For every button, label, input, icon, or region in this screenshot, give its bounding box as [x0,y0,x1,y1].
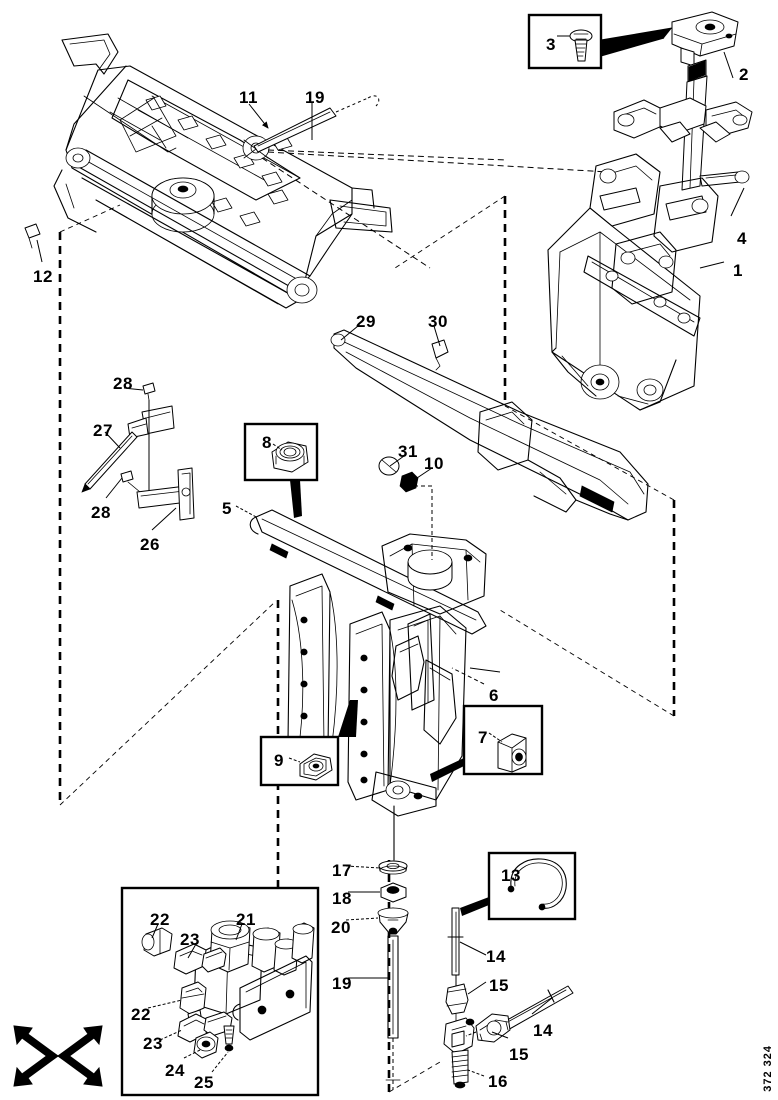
callout-15: 15 [489,976,509,995]
linkage-rod-stack [377,805,409,1090]
bushing-detail-box [430,704,544,782]
callout-leader-lines [36,51,745,1077]
mower-deck-assembly [24,33,609,309]
callout-1: 1 [733,261,743,280]
deck-guard-rail [330,329,649,521]
pin-and-fitting-stack [443,907,574,1089]
callout-10: 10 [424,454,444,473]
callout-16: 16 [488,1072,508,1091]
locknut-detail-box [243,422,319,482]
callout-28: 28 [113,374,133,393]
callout-14: 14 [486,947,506,966]
callout-20: 20 [331,918,351,937]
callout-23-second: 23 [143,1034,163,1053]
callout-2: 2 [739,65,749,84]
callout-19: 19 [332,974,352,993]
callout-11: 11 [239,88,258,107]
square-nut-icon [299,753,333,781]
callout-7: 7 [478,728,488,747]
callout-28-second: 28 [91,503,111,522]
callout-24: 24 [165,1061,185,1080]
callout-17: 17 [332,861,352,880]
callout-26: 26 [140,535,160,554]
callout-3: 3 [546,35,556,54]
callout-8: 8 [262,433,272,452]
valve-block-inset-box [120,886,320,1097]
sheet-id-label: 372 324 [762,1045,774,1092]
callout-27: 27 [93,421,113,440]
callout-22-second: 22 [131,1005,151,1024]
callout-18: 18 [332,889,352,908]
callout-22: 22 [150,910,170,929]
callout-23: 23 [180,930,200,949]
screw-icon [569,29,593,62]
callout-12: 12 [33,267,53,286]
callout-13: 13 [501,866,521,885]
bushing-icon [497,733,527,773]
four-way-expand-arrows [13,1025,103,1087]
snap-ring-detail-box [460,851,577,921]
callout-9: 9 [274,751,284,770]
callout-31: 31 [398,442,418,461]
lift-bracket-weldment [287,456,487,817]
callout-25: 25 [194,1073,214,1092]
locknut-icon [271,441,309,473]
callout-14-second: 14 [533,1021,553,1040]
steering-column-assembly [547,11,753,411]
callout-4: 4 [737,229,747,248]
callout-19-top: 19 [305,88,325,107]
callout-6: 6 [489,686,499,705]
callout-21: 21 [236,910,256,929]
callout-5: 5 [222,499,232,518]
callout-15-second: 15 [509,1045,529,1064]
callout-29: 29 [356,312,376,331]
sensor-bracket [81,382,195,521]
square-nut-detail-box [259,700,358,787]
snap-ring-icon [507,858,567,911]
lift-arm-bar [249,480,487,711]
screw-detail-box [527,13,673,70]
hydraulic-valve-block [141,920,315,1059]
callout-30: 30 [428,312,448,331]
